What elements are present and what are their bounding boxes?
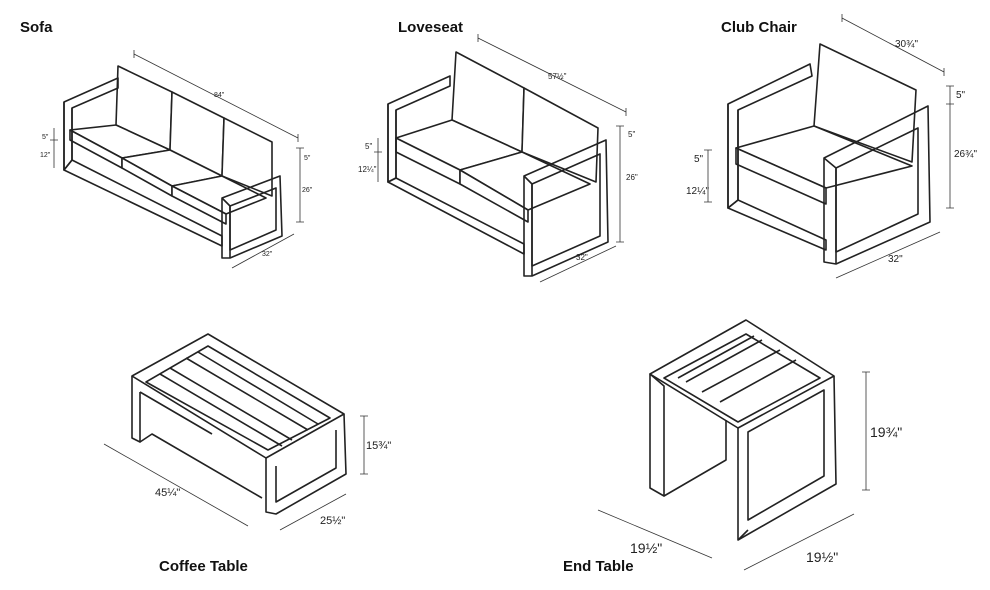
sofa-height-dim: 26" [302, 187, 313, 194]
club-height-dim: 26¾" [954, 149, 977, 160]
loveseat-height-dim: 26" [626, 173, 638, 182]
sofa-depth-dim: 32" [262, 251, 273, 258]
loveseat-back-right-dim: 5" [628, 130, 635, 139]
end-table-drawing [597, 319, 870, 571]
sofa-drawing [50, 50, 304, 269]
club-chair-drawing [704, 14, 954, 279]
loveseat-length-dim: 57½" [548, 72, 567, 81]
club-length-dim: 30¾" [895, 39, 918, 50]
end-depth-right-dim: 19½" [806, 549, 838, 565]
sofa-seat-dim: 12" [40, 152, 51, 159]
coffee-table-title: Coffee Table [159, 558, 248, 575]
loveseat-seat-dim: 12¼" [358, 165, 377, 174]
coffee-height-dim: 15¾" [366, 440, 391, 452]
loveseat-title: Loveseat [398, 19, 464, 36]
club-depth-dim: 32" [888, 254, 903, 265]
loveseat-drawing [374, 34, 627, 283]
club-seat-dim: 12¼" [686, 185, 709, 197]
coffee-length-dim: 45¼" [155, 487, 180, 499]
coffee-depth-dim: 25½" [320, 515, 345, 527]
sofa-length-dim: 84" [214, 92, 225, 99]
club-back-right-dim: 5" [956, 90, 966, 101]
loveseat-back-dim: 5" [365, 142, 372, 151]
club-chair-title: Club Chair [721, 19, 797, 36]
end-table-title: End Table [563, 558, 634, 575]
end-depth-left-dim: 19½" [630, 540, 662, 556]
club-back-dim: 5" [694, 154, 704, 165]
coffee-table-drawing [103, 333, 368, 531]
sofa-back-right-dim: 5" [304, 155, 311, 162]
sofa-title: Sofa [20, 19, 53, 36]
end-height-dim: 19¾" [870, 424, 902, 440]
loveseat-depth-dim: 32" [576, 253, 588, 262]
sofa-back-dim: 5" [42, 134, 49, 141]
